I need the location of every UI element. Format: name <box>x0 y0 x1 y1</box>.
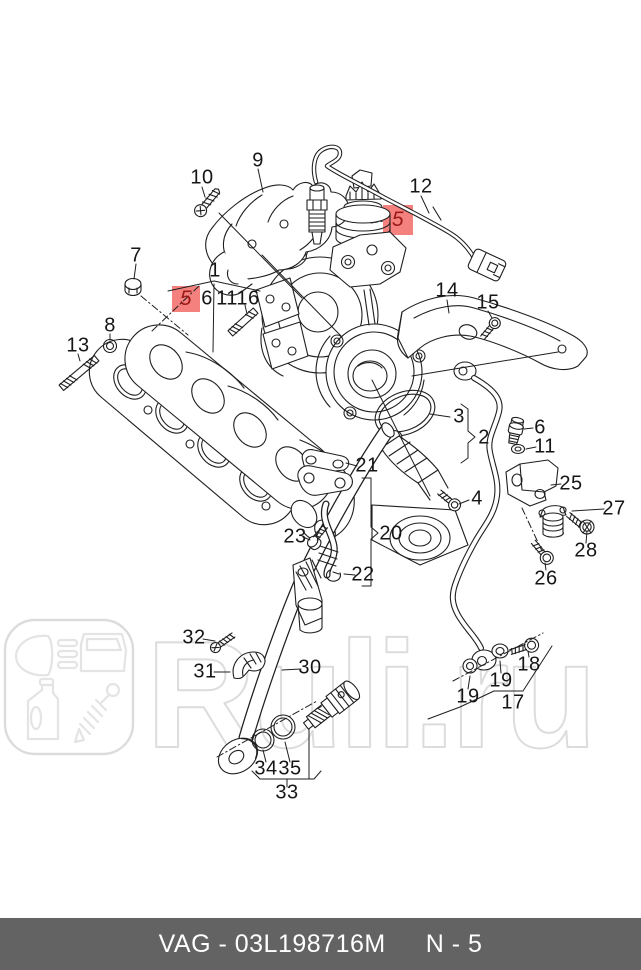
callout-5[interactable]: 5 <box>391 208 405 231</box>
callout-20: 20 <box>379 522 403 545</box>
oil-supply-pipe-drawing <box>449 361 540 674</box>
callout-35: 35 <box>278 757 302 780</box>
callout-2: 2 <box>478 426 490 449</box>
callout-32: 32 <box>182 626 206 649</box>
callout-22: 22 <box>351 563 375 586</box>
callout-31: 31 <box>193 660 217 683</box>
stud-13-drawing <box>58 354 100 392</box>
callout-11: 11 <box>216 287 238 310</box>
car-door-icon <box>79 632 128 673</box>
callout-12: 12 <box>409 175 433 198</box>
callout-19: 19 <box>489 669 513 692</box>
callout-18: 18 <box>517 653 541 676</box>
centerlines <box>140 220 544 758</box>
check-valve-drawing <box>251 680 361 752</box>
callout-15: 15 <box>476 291 500 314</box>
callout-1: 1 <box>209 259 221 282</box>
callout-7: 7 <box>130 244 142 267</box>
screw-32-drawing <box>209 632 236 654</box>
callout-23: 23 <box>283 525 307 548</box>
oil-canister-icon <box>26 677 60 741</box>
headlight-icon <box>14 634 79 677</box>
rubber-mount-27-drawing <box>538 505 567 538</box>
screw-10-drawing <box>194 188 221 218</box>
shock-absorber-icon <box>73 682 121 744</box>
callout-26: 26 <box>534 567 558 590</box>
callout-28: 28 <box>574 539 598 562</box>
bracket-25-drawing <box>505 459 559 507</box>
elbow-31-drawing <box>232 651 266 680</box>
parts-diagram: Ruli.ru <box>3 144 605 788</box>
bolt-4-drawing <box>437 489 462 512</box>
footer-page-number: N - 5 <box>425 929 483 958</box>
bolt-26-drawing <box>530 539 554 565</box>
nut-7-drawing <box>124 277 142 296</box>
callout-34: 34 <box>254 757 278 780</box>
bolt-23-drawing <box>306 524 329 551</box>
callout-33: 33 <box>275 781 299 804</box>
callout-4: 4 <box>471 487 483 510</box>
sensor-wire-drawing <box>306 144 507 282</box>
footer-bar: VAG - 03L198716M N - 5 <box>0 918 641 970</box>
bracket-14-drawing <box>396 295 588 371</box>
bolt-15-drawing <box>480 317 501 340</box>
callout-25: 25 <box>559 472 583 495</box>
callout-11: 11 <box>534 435 556 458</box>
stud-16-drawing <box>227 307 259 337</box>
callout-10: 10 <box>190 166 214 189</box>
callout-6: 6 <box>201 287 213 310</box>
footer-part-number: VAG - 03L198716M <box>158 929 386 958</box>
banjo-bolt-6-drawing <box>507 416 525 446</box>
callout-5[interactable]: 5 <box>179 287 193 310</box>
callout-14: 14 <box>435 279 459 302</box>
oil-drain-drawing <box>292 449 353 634</box>
watermark-icon-panel <box>3 618 135 756</box>
watermark-text: Ruli.ru <box>146 610 592 780</box>
connector-plug-drawing <box>467 248 507 282</box>
callout-3: 3 <box>453 405 465 428</box>
callout-8: 8 <box>104 314 116 337</box>
screw-27-drawing <box>566 512 585 529</box>
seal-ring-3-drawing <box>374 389 436 437</box>
callout-30: 30 <box>298 656 322 679</box>
callout-9: 9 <box>252 149 264 172</box>
callout-27: 27 <box>602 497 626 520</box>
callout-17: 17 <box>501 691 525 714</box>
washer-11-drawing <box>510 443 526 455</box>
leader-lines <box>77 168 605 788</box>
callout-6: 6 <box>534 416 546 439</box>
callout-19: 19 <box>456 685 480 708</box>
callout-16: 16 <box>236 287 260 310</box>
callout-13: 13 <box>66 334 90 357</box>
callout-21: 21 <box>355 454 379 477</box>
